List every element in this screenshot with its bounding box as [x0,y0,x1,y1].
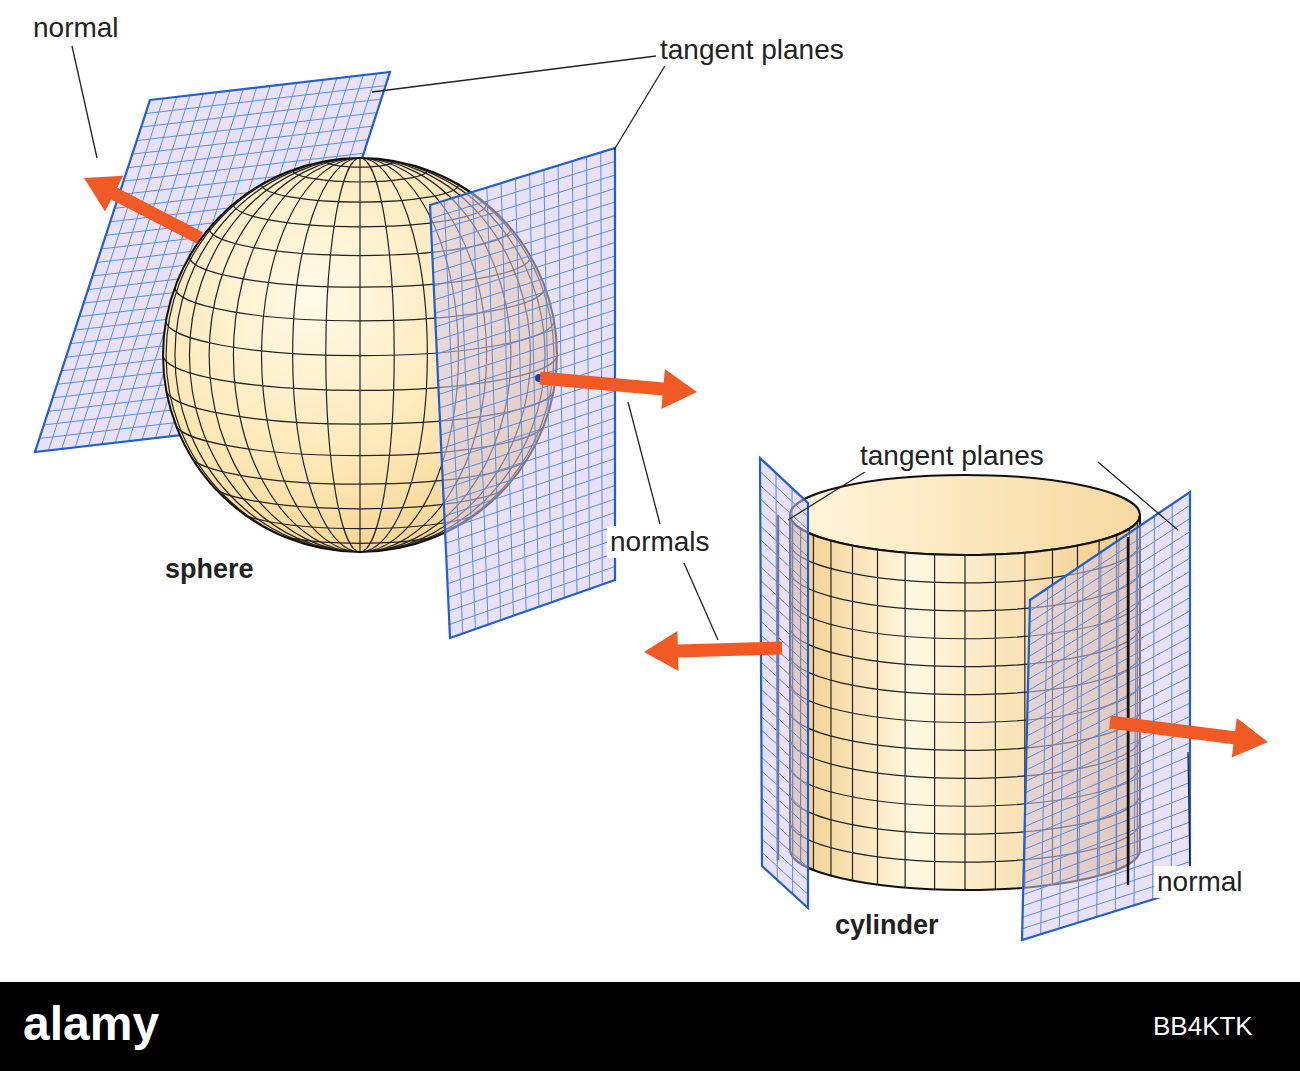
leader-line [614,64,666,150]
plane-grid-line [1024,782,1190,849]
plane-grid-line [762,839,808,881]
plane-border [760,458,808,908]
plane-grid-line [1024,796,1190,861]
leader-line [788,470,868,520]
tangent-planes-label: tangent planes [857,440,1047,472]
leader-line [1188,752,1190,866]
plane-grid-line [762,784,808,827]
plane-grid-line [761,744,808,787]
sphere-figure [35,72,697,638]
normal-arrow [84,176,203,244]
plane-grid-line [760,526,808,571]
plane-grid-line [132,126,372,154]
plane-grid-line [1028,584,1190,679]
plane-grid-line [761,689,808,732]
plane-grid-line [760,485,808,530]
figure-name: cylinder [832,910,942,941]
plane-grid-line [762,798,808,841]
plane-grid-line [761,703,808,746]
plane-grid-line [761,635,808,679]
plane-grid-line [761,676,808,719]
plane-grid-line [146,86,386,114]
plane-grid-line [1028,598,1190,691]
plane-grid-line [760,472,808,517]
plane-grid-line [433,202,616,259]
plane-grid-line [760,540,808,584]
plane-grid-line [762,812,808,854]
plane-grid-line [761,662,808,706]
parallel [326,161,394,167]
plane-grid-line [435,256,615,313]
plane-grid-line [434,243,615,300]
leader-line [72,46,97,158]
parallel [293,170,428,182]
cylinder-figure [644,458,1268,940]
normal-label: normal [1154,866,1246,898]
normals-label: normals [607,526,713,558]
plane-grid-line [1030,505,1190,611]
plane-grid-line [1026,703,1190,781]
parallel [262,184,459,202]
plane-grid-line [761,716,808,759]
footer-bar [0,982,1300,1071]
plane-grid-line [449,567,615,625]
plane-grid-line [1027,637,1190,724]
plane-grid-line [141,99,381,127]
tangent-planes-label: tangent planes [657,34,847,66]
plane-grid-line [137,113,377,141]
plane-grid-line [760,499,808,544]
plane-grid-line [1024,809,1190,872]
meridian [359,158,360,552]
leader-line [1098,462,1178,530]
normal-arrow [1109,716,1268,758]
tangent-plane [760,458,808,908]
plane-grid-line [434,229,615,286]
plane-fill [430,148,615,638]
plane-grid-line [1029,558,1190,657]
plane-grid-line [760,512,808,557]
watermark: alamy [20,996,162,1051]
plane-grid-line [761,580,808,624]
plane-grid-line [761,594,808,638]
plane-grid-line [761,648,808,692]
normal-arrow [539,369,697,409]
plane-grid-line [431,175,615,232]
tangent-plane [430,148,615,638]
plane-grid-line [1029,545,1190,646]
image-id: BB4KTK [1150,1012,1256,1042]
plane-grid-line [761,567,808,611]
normal-arrow [644,631,782,671]
plane-grid-line [433,216,615,273]
figure-name: sphere [162,554,257,585]
plane-grid-line [431,162,615,219]
normal-label: normal [30,12,122,44]
leader-line [684,563,718,640]
plane-grid-line [1028,611,1190,702]
tangent-line [1127,537,1130,885]
plane-border [430,148,615,638]
plane-grid-line [1026,677,1190,759]
leader-line [372,56,656,92]
plane-grid-line [762,825,808,867]
plane-grid-line [762,771,808,814]
leader-lines [72,46,1190,866]
plane-grid-line [760,553,808,597]
plane-grid-line [761,730,808,773]
leader-line [628,402,660,524]
plane-grid-line [1027,624,1190,713]
plane-grid-line [761,757,808,800]
plane-grid-line [449,553,615,611]
plane-fill [760,458,808,908]
